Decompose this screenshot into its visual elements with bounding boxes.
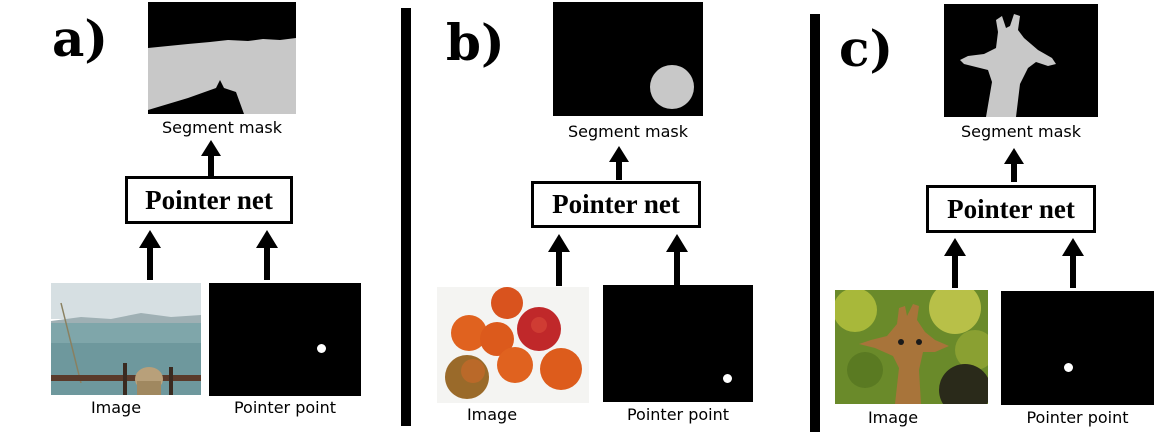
up-arrow-icon	[944, 238, 966, 288]
panel-divider-1	[401, 8, 411, 426]
panel-a: a) Segment mask Pointer net Image Pointe…	[0, 0, 400, 448]
panel-c: c) Segment mask Pointer net Image Pointe…	[821, 0, 1161, 448]
giraffe-photo	[835, 290, 988, 404]
panel-letter: c)	[839, 19, 894, 78]
pointer-dot	[723, 374, 732, 383]
up-arrow-icon	[201, 140, 221, 176]
panel-letter: b)	[446, 13, 505, 72]
pointer-point-image	[1001, 291, 1154, 405]
up-arrow-icon	[1004, 148, 1024, 182]
panel-b: b) Segment mask Pointer net Image Pointe…	[412, 0, 810, 448]
fruit-photo	[437, 287, 589, 403]
segment-mask	[553, 2, 703, 116]
segment-mask	[944, 4, 1098, 117]
segment-mask-caption: Segment mask	[161, 118, 283, 137]
up-arrow-icon	[666, 234, 688, 286]
pointer-net-box: Pointer net	[125, 176, 293, 224]
segment-mask-caption: Segment mask	[960, 122, 1082, 141]
up-arrow-icon	[256, 230, 278, 280]
up-arrow-icon	[548, 234, 570, 286]
segment-mask-caption: Segment mask	[567, 122, 689, 141]
pointer-dot	[1064, 363, 1073, 372]
pointer-point-caption: Pointer point	[626, 405, 730, 424]
up-arrow-icon	[609, 146, 629, 180]
panel-divider-2	[810, 14, 820, 432]
up-arrow-icon	[139, 230, 161, 280]
pointer-point-caption: Pointer point	[233, 398, 337, 417]
harbor-photo	[51, 283, 201, 395]
segment-mask	[148, 2, 296, 114]
pointer-dot	[317, 344, 326, 353]
image-caption: Image	[867, 408, 919, 427]
pointer-net-box: Pointer net	[926, 185, 1096, 233]
panel-letter: a)	[52, 9, 109, 68]
pointer-point-caption: Pointer point	[1026, 408, 1129, 427]
pointer-point-image	[209, 283, 361, 396]
image-caption: Image	[90, 398, 142, 417]
up-arrow-icon	[1062, 238, 1084, 288]
pointer-net-box: Pointer net	[531, 181, 701, 228]
image-caption: Image	[466, 405, 518, 424]
pointer-point-image	[603, 285, 753, 402]
